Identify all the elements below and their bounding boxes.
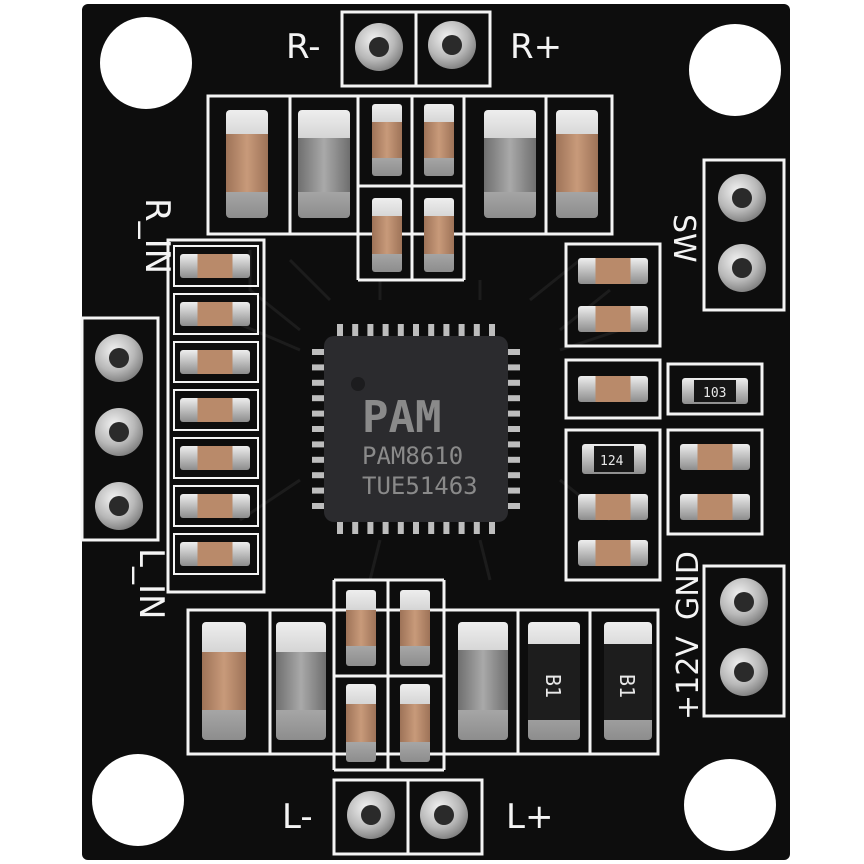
label-r-minus: R-	[286, 27, 321, 67]
chip-part-number: PAM8610	[362, 442, 463, 470]
diode-d1-marking: B1	[541, 674, 565, 698]
left-component-column	[166, 238, 266, 594]
label-12v: +12V	[671, 636, 706, 720]
capacitor-left-4	[180, 398, 250, 422]
resistor-124	[582, 444, 646, 474]
header-power	[702, 564, 786, 718]
label-l-minus: L-	[282, 797, 313, 837]
left-capacitors	[173, 245, 259, 575]
bottom-capacitors-large	[202, 622, 508, 740]
capacitor-left-3	[180, 350, 250, 374]
label-sw: SW	[666, 214, 701, 263]
label-r-plus: R+	[510, 27, 562, 67]
capacitor-right-5	[578, 540, 648, 566]
capacitor-left-5	[180, 446, 250, 470]
top-component-block	[206, 94, 614, 282]
chip-pin1-marker	[351, 377, 365, 391]
header-switch	[702, 158, 786, 312]
capacitor-right-far-2	[680, 494, 750, 520]
mounting-hole-tl	[100, 17, 192, 109]
chip-lot-code: TUE51463	[362, 472, 478, 500]
right-capacitors	[578, 258, 750, 566]
capacitor-left-2	[180, 302, 250, 326]
capacitor-left-1	[180, 254, 250, 278]
amplifier-chip	[324, 336, 508, 522]
resistor-103	[682, 378, 748, 404]
mounting-hole-br	[684, 759, 776, 851]
capacitor-right-3	[578, 376, 648, 402]
mounting-hole-bl	[92, 754, 184, 846]
header-speaker-right	[340, 10, 492, 88]
right-component-column	[564, 242, 764, 582]
bottom-capacitors-small	[346, 590, 430, 762]
capacitor-left-6	[180, 494, 250, 518]
label-l-in: L_IN	[131, 548, 171, 619]
diodes	[528, 622, 652, 740]
mounting-holes	[92, 17, 781, 851]
resistor-103-marking: 103	[703, 386, 726, 401]
chip-logo: PAM	[362, 392, 441, 443]
capacitor-right-4	[578, 494, 648, 520]
label-l-plus: L+	[506, 797, 553, 837]
capacitor-right-2	[578, 306, 648, 332]
header-audio-input	[80, 316, 160, 542]
top-capacitors-large	[226, 110, 598, 218]
mounting-hole-tr	[689, 24, 781, 116]
top-capacitors-small	[372, 104, 454, 272]
diode-d2-marking: B1	[615, 674, 639, 698]
label-gnd: GND	[671, 551, 706, 620]
header-speaker-left	[332, 778, 484, 856]
capacitor-right-far-1	[680, 444, 750, 470]
resistor-124-marking: 124	[600, 454, 624, 469]
capacitor-left-7	[180, 542, 250, 566]
label-r-in: R_IN	[137, 198, 177, 274]
capacitor-right-1	[578, 258, 648, 284]
chip-pins	[312, 324, 520, 534]
